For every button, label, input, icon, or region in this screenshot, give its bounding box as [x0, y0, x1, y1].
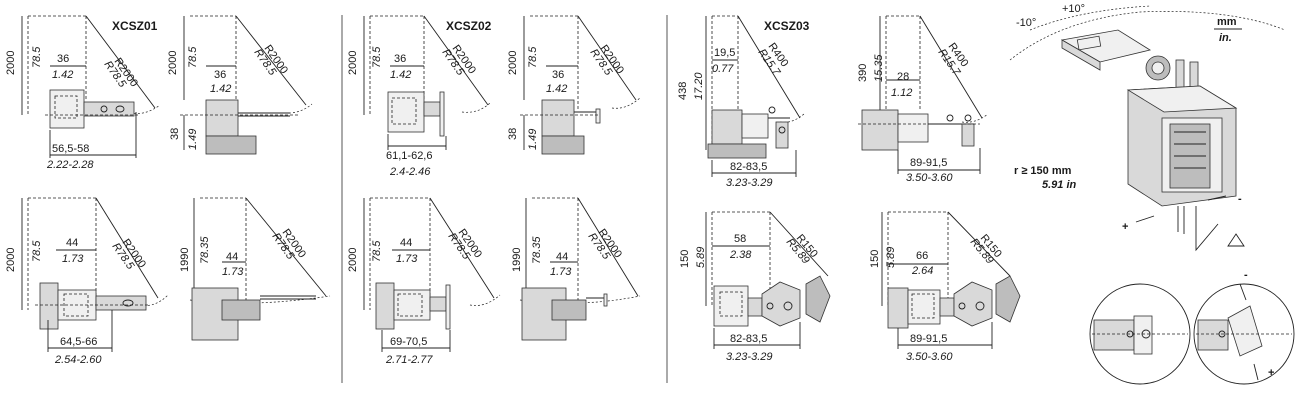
offset-dimension-inch: 1.73 — [62, 253, 84, 265]
offset-dimension-inch: 2.64 — [911, 265, 933, 277]
height-dimension-inch: 78.5 — [371, 240, 383, 262]
offset-dimension-inch: 1.73 — [222, 266, 244, 278]
width-dimension: 89-91,5 — [910, 333, 947, 345]
height-dimension: 2000 — [347, 51, 359, 75]
view-xcsz03-front-bottom: 150 5.89 58 2.38 R150 R5.89 82-83,5 3.23… — [679, 211, 831, 363]
plus-symbol-detail: + — [1268, 367, 1274, 379]
isometric-switch-illustration: +10° -10° r ≥ 150 mm 5.91 in + - — [1009, 3, 1286, 252]
low-dimension: 38 — [507, 128, 519, 140]
height-dimension: 390 — [857, 64, 869, 82]
low-dimension-inch: 1.49 — [187, 129, 199, 150]
view-xcsz01-front-top: 2000 78.5 36 1.42 R2000 R78.5 56,5-58 2.… — [5, 15, 161, 171]
height-dimension-inch: 78.5 — [371, 46, 383, 68]
width-dimension-inch: 3.50-3.60 — [906, 172, 953, 184]
height-dimension: 438 — [677, 82, 689, 100]
width-dimension-inch: 2.22-2.28 — [46, 159, 94, 171]
offset-dimension: 66 — [916, 250, 928, 262]
offset-dimension: 44 — [66, 237, 78, 249]
offset-dimension: 44 — [226, 251, 238, 263]
height-dimension-inch: 17.20 — [693, 72, 705, 100]
adjustment-detail-left — [1089, 283, 1191, 385]
radius-label: r ≥ 150 mm — [1014, 165, 1072, 177]
width-dimension-inch: 3.23-3.29 — [726, 177, 772, 189]
section-title: XCSZ01 — [112, 19, 158, 33]
low-dimension-inch: 1.49 — [527, 129, 539, 150]
height-dimension: 2000 — [5, 51, 17, 75]
width-dimension-inch: 3.23-3.29 — [726, 351, 772, 363]
unit-imperial: in. — [1219, 32, 1232, 44]
view-xcsz01-front-bottom: 2000 78.5 44 1.73 R2000 R78.5 64,5-66 2.… — [5, 197, 169, 366]
low-dimension: 38 — [169, 128, 181, 140]
view-xcsz03-side-top: 390 15.35 28 1.12 R400 R15.7 89-91,5 3.5… — [857, 15, 989, 184]
width-dimension: 61,1-62,6 — [386, 150, 432, 162]
width-dimension: 82-83,5 — [730, 161, 767, 173]
height-dimension-inch: 78.5 — [527, 46, 539, 68]
height-dimension-inch: 5.89 — [695, 247, 707, 268]
height-dimension: 150 — [679, 250, 691, 268]
width-dimension-inch: 3.50-3.60 — [906, 351, 953, 363]
height-dimension-inch: 78.5 — [187, 46, 199, 68]
width-dimension-inch: 2.54-2.60 — [54, 354, 102, 366]
width-dimension: 82-83,5 — [730, 333, 767, 345]
view-xcsz01-side-bottom: 1990 78.35 44 1.73 R2000 R78.5 — [179, 197, 331, 341]
offset-dimension: 44 — [400, 237, 412, 249]
height-dimension: 1990 — [511, 248, 523, 272]
offset-dimension: 19,5 — [714, 47, 735, 59]
view-xcsz01-side-top: 2000 78.5 36 1.42 R2000 R78.5 38 1.49 — [167, 15, 313, 155]
offset-dimension-inch: 1.73 — [396, 253, 418, 265]
offset-dimension: 28 — [897, 71, 909, 83]
offset-dimension-inch: 1.42 — [390, 69, 411, 81]
view-xcsz02-side-top: 2000 78.5 36 1.42 R2000 R78.5 38 1.49 — [507, 15, 641, 155]
offset-dimension-inch: 1.73 — [550, 266, 572, 278]
offset-dimension: 36 — [552, 69, 564, 81]
width-dimension: 56,5-58 — [52, 143, 89, 155]
width-dimension: 64,5-66 — [60, 336, 97, 348]
height-dimension-inch: 15.35 — [873, 54, 885, 82]
radius-label-inch: 5.91 in — [1042, 179, 1077, 191]
height-dimension-inch: 78.35 — [199, 236, 211, 264]
view-xcsz03-side-bottom: 150 5.89 66 2.64 R150 R5.89 89-91,5 3.50… — [869, 211, 1021, 363]
view-xcsz02-side-bottom: 1990 78.35 44 1.73 R2000 R78.5 — [511, 197, 641, 341]
width-dimension: 69-70,5 — [390, 336, 427, 348]
height-dimension-inch: 78.35 — [531, 236, 543, 264]
plus-angle-label: +10° — [1062, 3, 1085, 15]
offset-dimension-inch: 1.42 — [52, 69, 73, 81]
offset-dimension: 36 — [394, 53, 406, 65]
view-xcsz03-front-top: 438 17.20 19,5 0.77 R400 R15.7 82-83,5 3… — [677, 15, 805, 189]
minus-symbol: - — [1238, 193, 1242, 205]
offset-dimension: 44 — [556, 251, 568, 263]
offset-dimension-inch: 2.38 — [729, 249, 752, 261]
width-dimension-inch: 2.4-2.46 — [389, 166, 431, 178]
offset-dimension: 36 — [214, 69, 226, 81]
height-dimension-inch: 78.5 — [31, 46, 43, 68]
offset-dimension: 58 — [734, 233, 746, 245]
height-dimension: 1990 — [179, 248, 191, 272]
height-dimension: 2000 — [167, 51, 179, 75]
minus-angle-label: -10° — [1016, 17, 1036, 29]
height-dimension-inch: 5.89 — [885, 247, 897, 268]
offset-dimension-inch: 1.42 — [546, 83, 567, 95]
offset-dimension-inch: 1.12 — [891, 87, 912, 99]
view-xcsz02-front-top: 2000 78.5 36 1.42 R2000 R78.5 61,1-62,6 … — [347, 15, 491, 178]
height-dimension: 2000 — [5, 248, 17, 272]
section-title: XCSZ03 — [764, 19, 810, 33]
width-dimension-inch: 2.71-2.77 — [385, 354, 433, 366]
offset-dimension-inch: 1.42 — [210, 83, 231, 95]
section-title: XCSZ02 — [446, 19, 492, 33]
width-dimension: 89-91,5 — [910, 157, 947, 169]
offset-dimension-inch: 0.77 — [712, 63, 734, 75]
height-dimension: 2000 — [507, 51, 519, 75]
view-xcsz02-front-bottom: 2000 78.5 44 1.73 R2000 R78.5 69-70,5 2.… — [347, 197, 501, 366]
plus-symbol: + — [1122, 221, 1128, 233]
height-dimension-inch: 78.5 — [31, 240, 43, 262]
adjustment-detail-right: - + — [1193, 269, 1295, 385]
minus-symbol-detail: - — [1244, 269, 1248, 281]
height-dimension: 2000 — [347, 248, 359, 272]
unit-metric: mm — [1217, 16, 1237, 28]
offset-dimension: 36 — [57, 53, 69, 65]
height-dimension: 150 — [869, 250, 881, 268]
